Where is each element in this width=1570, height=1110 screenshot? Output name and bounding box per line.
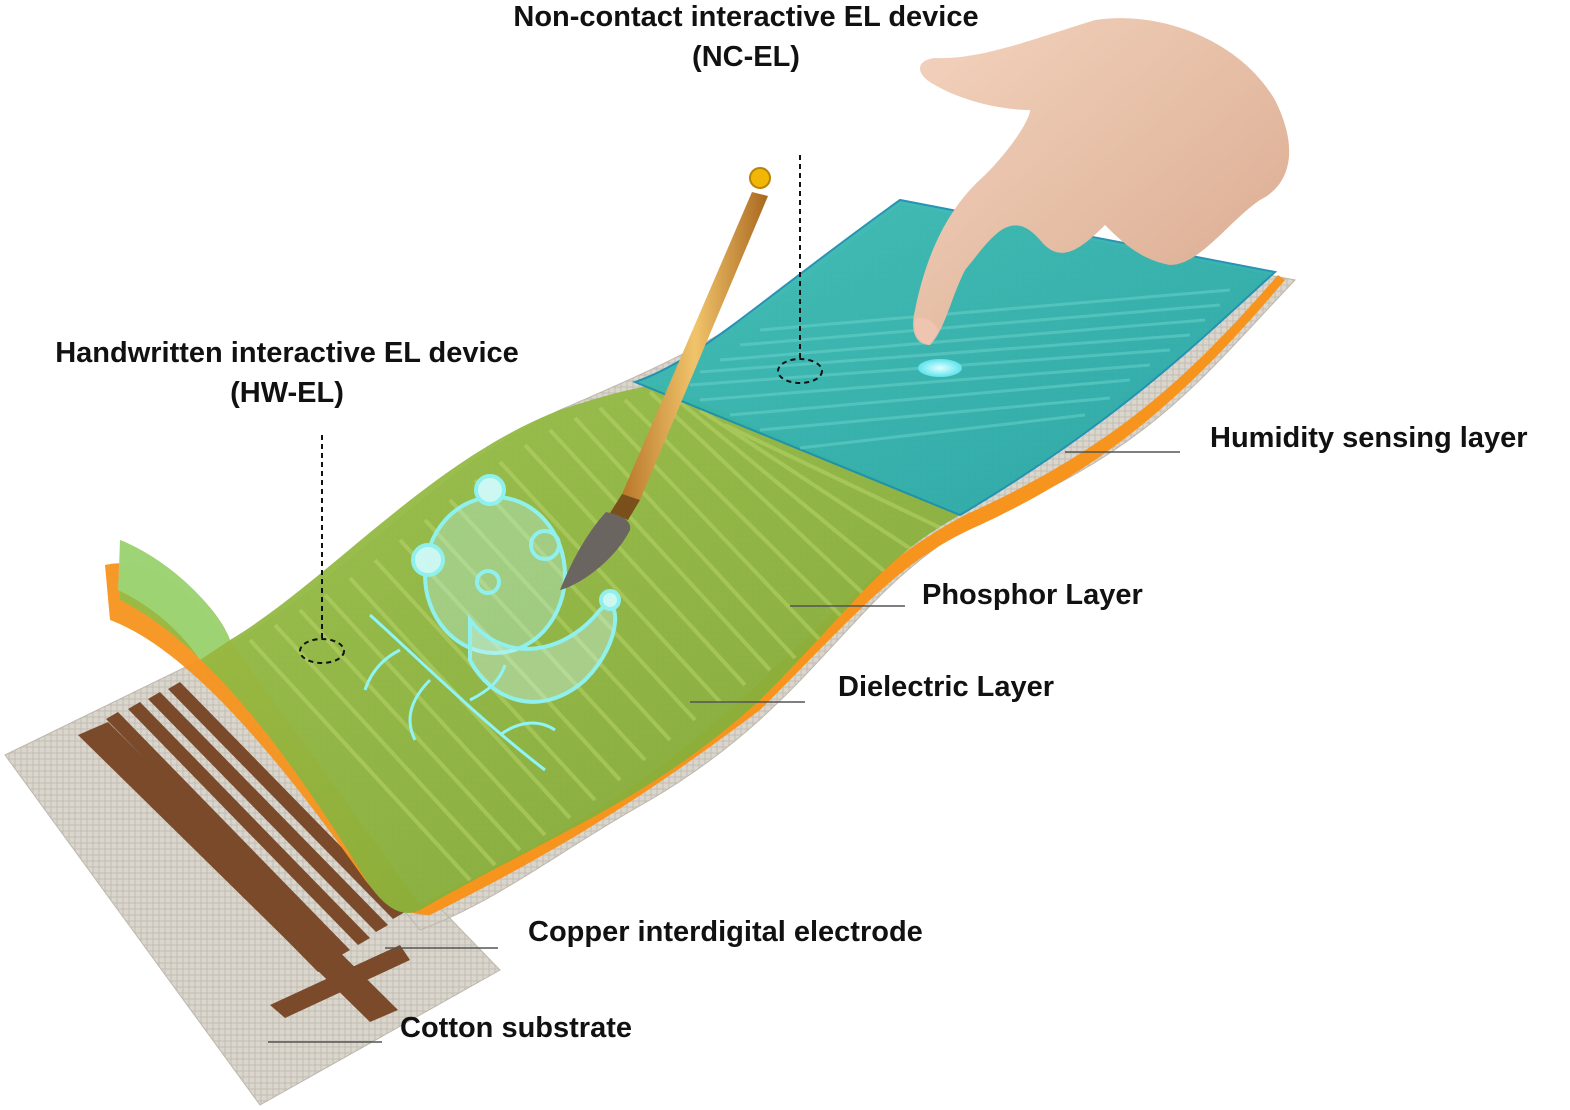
leader-lines xyxy=(268,451,1180,1043)
copper-electrode xyxy=(78,682,410,1022)
dielectric-layer-label: Dielectric Layer xyxy=(838,671,1055,703)
hw-el-indicator xyxy=(299,435,345,664)
brush-icon xyxy=(560,167,771,590)
hw-el-abbr: (HW-EL) xyxy=(230,377,344,409)
humidity-layer-label: Humidity sensing layer xyxy=(1210,422,1528,454)
nc-el-title: Non-contact interactive EL device xyxy=(513,1,979,33)
hw-el-title: Handwritten interactive EL device xyxy=(55,337,519,369)
copper-electrode-label: Copper interdigital electrode xyxy=(528,916,923,948)
hand-icon xyxy=(913,18,1290,346)
humidity-stripes xyxy=(689,288,1231,450)
bamboo-drawing-icon xyxy=(363,613,556,772)
nc-el-abbr: (NC-EL) xyxy=(692,41,800,73)
panda-drawing-icon xyxy=(411,474,621,704)
phosphor-layer-label: Phosphor Layer xyxy=(922,579,1143,611)
phosphor-curl xyxy=(118,540,230,660)
cotton-substrate-label: Cotton substrate xyxy=(400,1012,632,1044)
nc-el-indicator xyxy=(777,155,823,384)
touch-glow xyxy=(918,359,962,377)
